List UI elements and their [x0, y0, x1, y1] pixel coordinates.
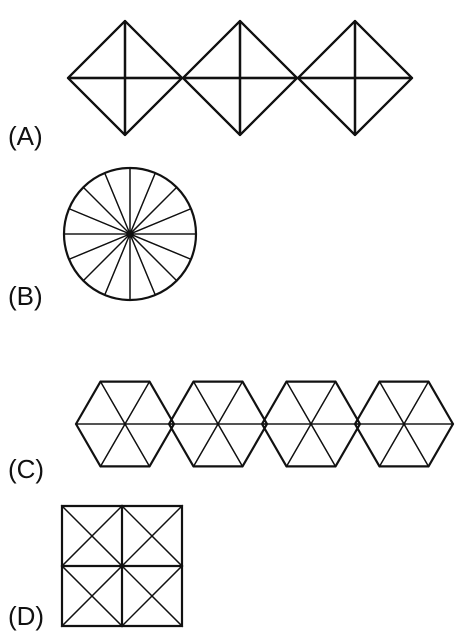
- square-triangle: [60, 595, 124, 627]
- hexagon-triangle: [402, 423, 455, 468]
- square-center-dot: [119, 563, 125, 569]
- hexagon-triangle: [167, 423, 220, 468]
- hexagon-triangle: [74, 423, 127, 468]
- circle-sector: [129, 233, 157, 301]
- hexagon-triangle: [123, 380, 176, 425]
- square-triangle: [60, 565, 124, 597]
- hexagon-triangle: [216, 380, 269, 425]
- hexagon-triangle: [74, 380, 127, 425]
- hexagon-triangle: [192, 422, 244, 468]
- figure-a-square-chain: [66, 19, 414, 137]
- figure-c-hexagon-chain: [74, 380, 455, 468]
- hexagon-triangle: [99, 380, 151, 426]
- square-triangle: [121, 504, 153, 568]
- square-triangle: [151, 564, 183, 628]
- square-triangle: [120, 535, 184, 567]
- circle-sector: [103, 167, 131, 235]
- label-d: (D): [8, 601, 44, 631]
- hexagon-triangle: [260, 380, 313, 425]
- square-triangle: [60, 535, 124, 567]
- hexagon-triangle: [378, 380, 430, 426]
- label-a: (A): [8, 121, 43, 151]
- square-triangle: [91, 504, 123, 568]
- square-triangle: [91, 564, 123, 628]
- hexagon-outline: [74, 380, 176, 468]
- square-triangle: [61, 504, 93, 568]
- circle-sector: [63, 233, 131, 261]
- square-triangle: [120, 505, 184, 537]
- hexagon-triangle: [192, 380, 244, 426]
- square-triangle: [60, 505, 124, 537]
- circle-outline: [62, 166, 198, 302]
- hexagon-triangle: [285, 422, 337, 468]
- circle-center-dot: [127, 231, 133, 237]
- figure-b-sector-circle: [62, 166, 198, 302]
- hexagon-outline: [353, 380, 455, 468]
- hexagon-triangle: [309, 380, 362, 425]
- hexagon-triangle: [309, 423, 362, 468]
- hexagon-triangle: [216, 423, 269, 468]
- figure-d-square-grid: [60, 504, 184, 628]
- hexagon-outline: [167, 380, 269, 468]
- square-triangle: [121, 564, 153, 628]
- square-triangle: [120, 595, 184, 627]
- label-b: (B): [8, 281, 43, 311]
- circle-sector: [129, 207, 197, 235]
- square-triangle: [151, 504, 183, 568]
- hexagon-triangle: [378, 422, 430, 468]
- hexagon-triangle: [99, 422, 151, 468]
- hexagon-triangle: [402, 380, 455, 425]
- hexagon-triangle: [353, 423, 406, 468]
- label-c: (C): [8, 454, 44, 484]
- hexagon-triangle: [123, 423, 176, 468]
- hexagon-triangle: [285, 380, 337, 426]
- hexagon-triangle: [260, 423, 313, 468]
- hexagon-triangle: [167, 380, 220, 425]
- square-triangle: [120, 565, 184, 597]
- hexagon-outline: [260, 380, 362, 468]
- hexagon-triangle: [353, 380, 406, 425]
- square-triangle: [61, 564, 93, 628]
